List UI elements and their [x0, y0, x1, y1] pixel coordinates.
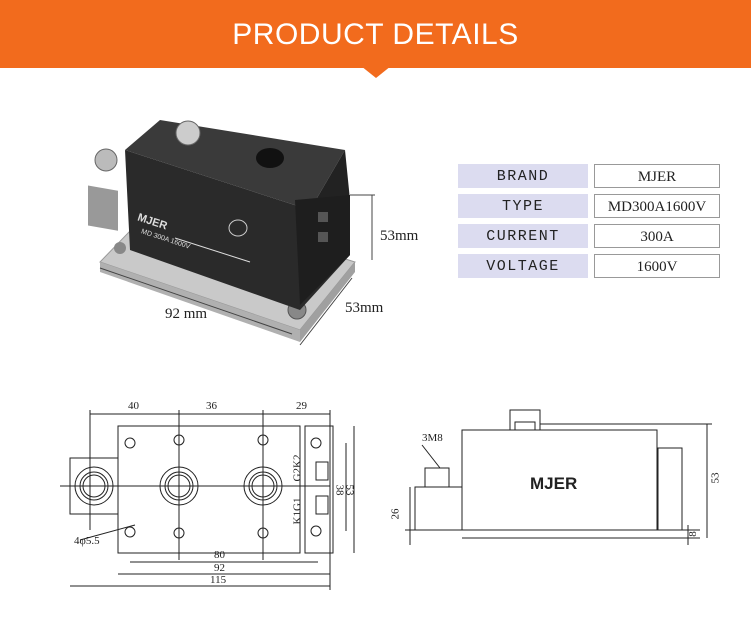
spec-row-voltage: VOLTAGE 1600V — [458, 254, 720, 278]
dim-bottom-115: 115 — [210, 574, 227, 586]
spec-value: 300A — [594, 224, 720, 248]
spec-value: 1600V — [594, 254, 720, 278]
header-banner — [0, 0, 751, 68]
spec-label: VOLTAGE — [458, 254, 588, 278]
dim-width: 53mm — [345, 300, 384, 316]
dim-side-26: 26 — [389, 508, 402, 520]
dim-side-53: 53 — [709, 472, 722, 484]
spec-row-current: CURRENT 300A — [458, 224, 720, 248]
page-title: PRODUCT DETAILS — [232, 18, 519, 51]
spec-value: MD300A1600V — [594, 194, 720, 218]
dim-length: 92 mm — [165, 306, 208, 322]
dim-height: 53mm — [380, 228, 419, 244]
dim-bottom-92: 92 — [214, 562, 225, 574]
screw-note: 3M8 — [422, 432, 443, 444]
side-brand: MJER — [530, 474, 578, 493]
spec-label: CURRENT — [458, 224, 588, 248]
spec-row-type: TYPE MD300A1600V — [458, 194, 720, 218]
spec-row-brand: BRAND MJER — [458, 164, 720, 188]
dim-top-29: 29 — [296, 400, 307, 412]
banner-notch — [361, 66, 391, 78]
dim-top-40: 40 — [128, 400, 139, 412]
spec-label: BRAND — [458, 164, 588, 188]
dim-side-8: 8 — [686, 531, 699, 537]
hole-note: 4φ5.5 — [74, 535, 100, 547]
spec-value: MJER — [594, 164, 720, 188]
dim-top-36: 36 — [206, 400, 217, 412]
dim-bottom-80: 80 — [214, 549, 225, 561]
spec-label: TYPE — [458, 194, 588, 218]
